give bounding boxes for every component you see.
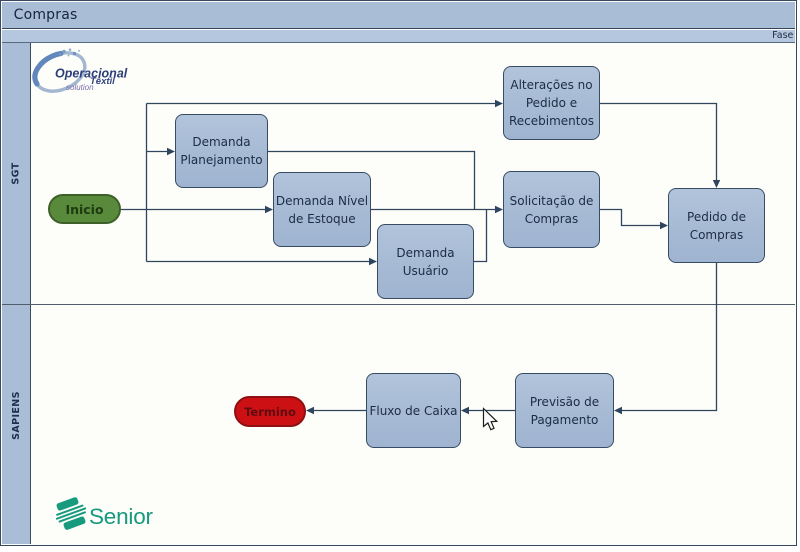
senior-text: Senior [89, 504, 154, 529]
task-solicitacao-compras[interactable]: Solicitação de Compras [503, 171, 600, 248]
lane-label-sgt: SGT [10, 161, 22, 185]
end-event[interactable]: Termino [234, 396, 306, 427]
pool-title: Compras [13, 7, 78, 24]
senior-logo: Senior [55, 497, 154, 530]
task-demanda-usuario[interactable]: Demanda Usuário [377, 224, 474, 299]
task-alteracoes-pedido-recebimentos[interactable]: Alterações no Pedido e Recebimentos [503, 66, 600, 140]
phase-label: Fase [772, 30, 794, 42]
operacional-textil-logo: Operacional Têxtil solution [32, 48, 128, 93]
task-previsao-pagamento[interactable]: Previsão de Pagamento [515, 373, 614, 448]
operacional-text: Operacional [55, 67, 128, 81]
operacional-swoosh-icon [32, 48, 87, 93]
task-fluxo-caixa[interactable]: Fluxo de Caixa [366, 373, 461, 448]
solution-text: solution [66, 83, 94, 92]
lane-label-column [1, 43, 31, 545]
task-pedido-compras[interactable]: Pedido de Compras [668, 188, 765, 263]
task-demanda-nivel-estoque[interactable]: Demanda Nível de Estoque [273, 172, 371, 247]
lane-label-sapiens: SAPIENS [10, 390, 22, 440]
start-event[interactable]: Inicio [48, 194, 121, 224]
textil-text: Têxtil [90, 76, 115, 87]
task-demanda-planejamento[interactable]: Demanda Planejamento [175, 114, 268, 188]
phase-bar: Fase [1, 29, 796, 43]
senior-diamond-icon [55, 497, 87, 530]
lane-divider [1, 303, 796, 305]
pool-title-bar: Compras [1, 1, 796, 30]
